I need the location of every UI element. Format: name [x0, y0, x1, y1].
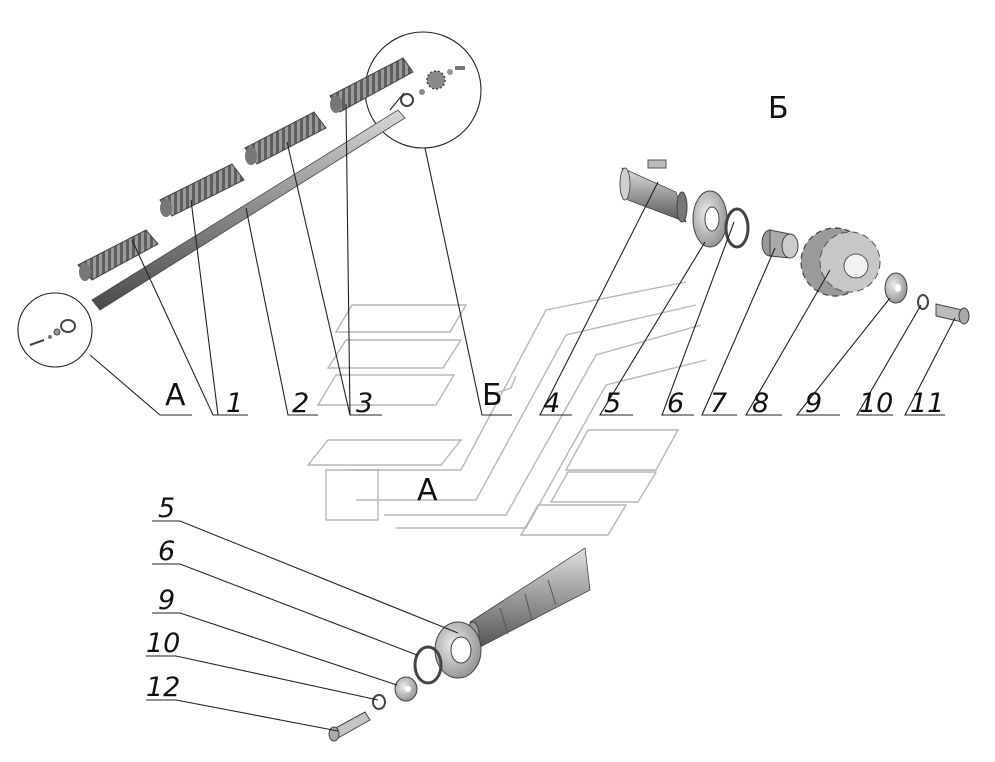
- callout-2: 2: [292, 388, 309, 419]
- small-parts-detail-a: [29, 319, 76, 346]
- washer-view-a-9: [394, 676, 418, 702]
- detail-circle-a: [17, 292, 93, 368]
- callout-8: 8: [752, 388, 769, 419]
- auger-coil-2: [159, 163, 245, 217]
- bolt-part-11: [935, 303, 970, 325]
- callout-11: 11: [910, 388, 944, 419]
- callout-5: 5: [604, 388, 621, 419]
- washer-part-5: [692, 190, 728, 248]
- callout-a10: 10: [146, 628, 180, 659]
- sprocket-part-8: [800, 227, 881, 297]
- callout-1: 1: [226, 388, 243, 419]
- callout-a6: 6: [158, 536, 175, 567]
- callout-6: 6: [667, 388, 684, 419]
- callout-7: 7: [710, 388, 727, 419]
- lock-washer-part-10: [917, 294, 929, 310]
- callout-3: 3: [356, 388, 373, 419]
- shaft-end-part-4: [619, 159, 688, 223]
- bolt-view-a-12: [328, 711, 371, 742]
- leader-lines-bottom: [146, 520, 459, 732]
- washer-view-a-5: [434, 621, 482, 679]
- callout-a5: 5: [158, 493, 175, 524]
- view-label-a: А: [417, 473, 438, 508]
- callout-b: Б: [482, 378, 503, 413]
- callout-4: 4: [543, 388, 560, 419]
- auger-coil-1: [77, 229, 159, 281]
- callout-a9: 9: [158, 585, 175, 616]
- callout-a12: 12: [146, 672, 180, 703]
- leader-lines-top: [89, 92, 956, 416]
- watermark-logo: [306, 281, 707, 536]
- lockwasher-view-a-10: [372, 694, 386, 710]
- bushing-part-7: [761, 229, 799, 259]
- auger-coil-4: [329, 57, 414, 113]
- ring-view-a-6: [413, 645, 443, 685]
- retaining-ring-part-6: [724, 207, 750, 249]
- washer-part-9: [884, 272, 908, 304]
- view-label-b: Б: [768, 91, 789, 126]
- callout-10: 10: [859, 388, 893, 419]
- small-sprocket-detail: [400, 66, 465, 107]
- main-shaft: [91, 109, 406, 311]
- callout-a: А: [165, 378, 186, 413]
- shaft-end-view-a: [466, 547, 591, 651]
- callout-9: 9: [805, 388, 822, 419]
- auger-coil-3: [244, 111, 327, 165]
